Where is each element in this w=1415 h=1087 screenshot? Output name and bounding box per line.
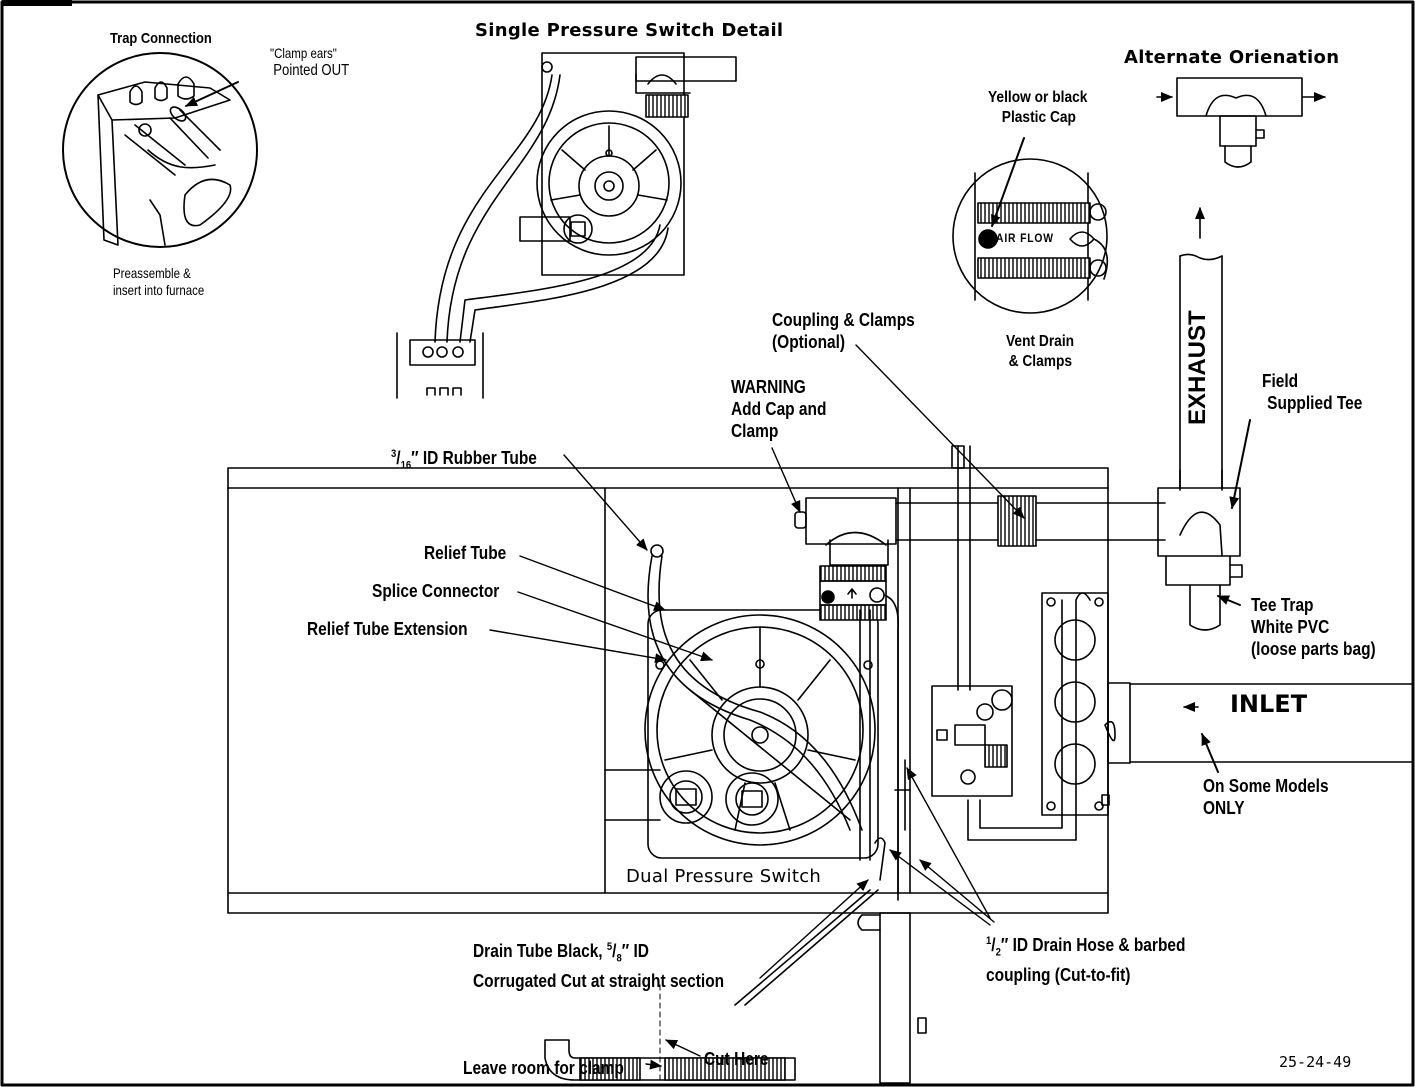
plastic-cap-label: Yellow or black Plastic Cap [988,88,1087,128]
leader-lines [489,344,1025,1070]
drain-hose-line2: coupling (Cut-to-fit) [986,964,1131,985]
cut-here-label: Cut Here [704,1049,769,1069]
clamp-ears-line1: "Clamp ears" [270,45,337,61]
trap-connection-label: Trap Connection [110,30,212,47]
inducer-assembly [604,531,911,901]
tee-trap-line1: Tee Trap [1251,595,1314,615]
plastic-cap-line1: Yellow or black [988,89,1088,106]
field-tee-line1: Field [1262,371,1299,391]
exhaust-assembly [794,419,1251,631]
some-models-label: On Some Models ONLY [1203,775,1329,819]
drain-tube-line1: Drain Tube Black, 5/8″ ID [473,941,649,965]
plastic-cap-line2: Plastic Cap [1001,109,1076,126]
rubber-tube-label: 3/16″ ID Rubber Tube [391,448,537,472]
alternate-orientation-detail [1156,77,1326,239]
alternate-orientation-title: Alternate Orienation [1124,47,1340,68]
burner-assembly [1041,592,1110,816]
drain-tube-den: 8 [616,952,622,965]
clamp-ears-label: "Clamp ears" Pointed OUT [270,45,349,79]
drain-tube-num: 5 [606,941,613,953]
drain-hose-num: 1 [986,935,992,947]
single-pressure-switch-detail [396,52,737,399]
preassemble-line1: Preassemble & [113,265,191,281]
exhaust-label: EXHAUST [1184,310,1211,425]
coupling-clamps-label: Coupling & Clamps (Optional) [772,309,915,353]
exhaust-pipe [1179,253,1223,491]
drain-tube-text-b: ″ ID [621,941,649,961]
splice-connector-label: Splice Connector [372,581,500,601]
single-pressure-switch-title: Single Pressure Switch Detail [475,20,784,41]
airflow-label: AIR FLOW [996,231,1054,245]
trap-connection-detail [62,52,258,248]
drain-hose-den: 2 [995,946,1001,959]
warning-line3: Clamp [731,421,779,441]
coupling-clamps-line1: Coupling & Clamps [772,310,915,330]
coupling-clamps-line2: (Optional) [772,332,846,352]
drain-hose-label: 1/2″ ID Drain Hose & barbed coupling (Cu… [986,930,1185,986]
furnace-cabinet [227,467,1109,914]
drain-tube-label: Drain Tube Black, 5/8″ ID Corrugated Cut… [473,936,724,992]
warning-line1: WARNING [731,377,806,397]
relief-tube-label: Relief Tube [424,543,507,563]
leave-room-label: Leave room for clamp [463,1058,624,1078]
inlet-pipe [1104,682,1413,773]
tee-trap-line2: White PVC [1251,617,1330,637]
preassemble-label: Preassemble & insert into furnace [113,265,204,299]
rubber-tube-text: ″ ID Rubber Tube [411,448,537,468]
clamp-ears-line2: Pointed OUT [273,62,350,79]
inlet-label: INLET [1230,690,1308,718]
drain-tube-line2: Corrugated Cut at straight section [473,970,725,991]
vent-drain-detail [952,137,1109,314]
field-tee-line2: Supplied Tee [1267,393,1363,413]
some-models-line1: On Some Models [1203,776,1329,796]
vent-drain-line1: Vent Drain [1006,333,1075,350]
drain-hose-line1: 1/2″ ID Drain Hose & barbed [986,935,1186,959]
tee-trap-line3: (loose parts bag) [1251,639,1376,659]
warning-line2: Add Cap and [731,399,827,419]
dual-pressure-switch-label: Dual Pressure Switch [626,866,822,887]
field-supplied-tee-label: Field Supplied Tee [1262,370,1362,414]
some-models-line2: ONLY [1203,798,1245,818]
drain-tube-text-a: Drain Tube Black, [473,941,607,961]
rubber-tube-num: 3 [391,448,397,460]
drain-tube-assembly [544,889,927,1084]
vent-drain-label: Vent Drain & Clamps [1006,332,1074,372]
preassemble-line2: insert into furnace [113,282,205,298]
relief-tube-extension-label: Relief Tube Extension [307,619,468,639]
tee-trap-label: Tee Trap White PVC (loose parts bag) [1251,594,1376,660]
warning-label: WARNING Add Cap and Clamp [731,376,826,442]
figure-code: 25-24-49 [1279,1053,1352,1071]
rubber-tube-den: 16 [400,459,412,472]
drain-hose-text: ″ ID Drain Hose & barbed [1000,935,1186,955]
vent-drain-line2: & Clamps [1008,353,1073,370]
gas-valve [931,445,1091,841]
